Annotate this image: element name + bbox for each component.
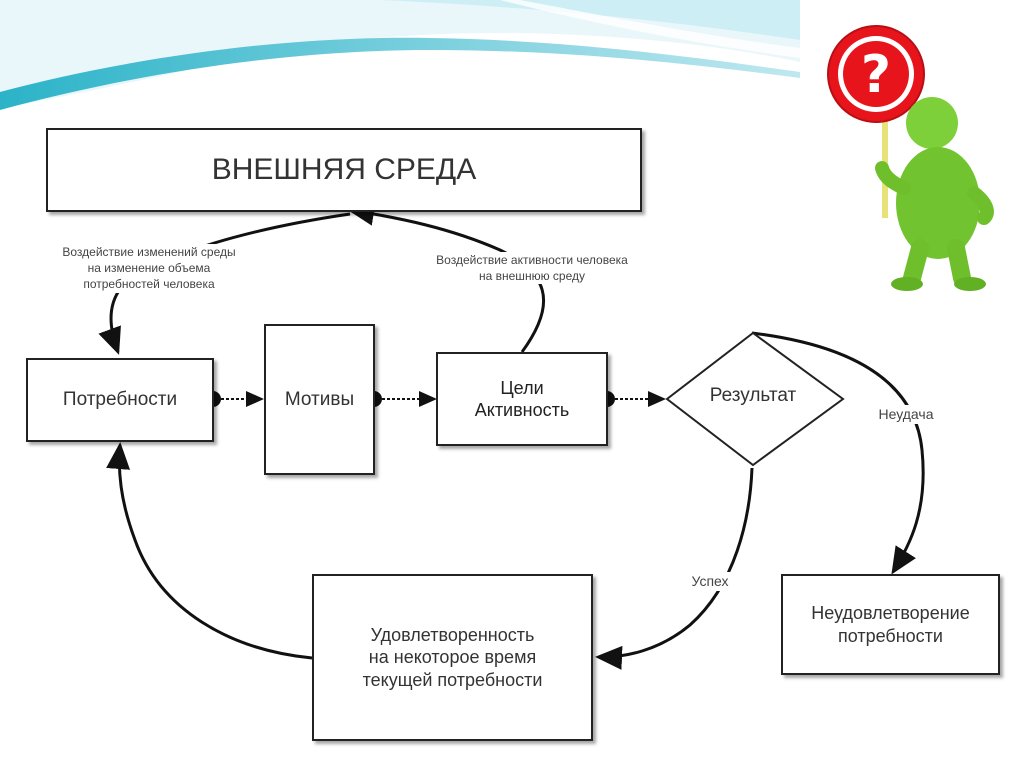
- sign-question-mark: ?: [861, 45, 891, 105]
- node-result-label-wrap: Результат: [690, 385, 816, 407]
- node-dissatisfaction: Неудовлетворение потребности: [781, 574, 1000, 675]
- node-result-label: Результат: [709, 385, 797, 406]
- result-diamond: [665, 331, 845, 467]
- node-goals-label: Цели Активность: [474, 377, 570, 421]
- node-satisfaction-label: Удовлетворенность на некоторое время тек…: [362, 624, 543, 690]
- question-person-icon: ?: [827, 25, 994, 291]
- node-motives-label: Мотивы: [284, 388, 355, 410]
- edge-result-failure: [751, 331, 925, 575]
- node-dissatisfaction-label: Неудовлетворение потребности: [811, 603, 970, 646]
- node-environment: ВНЕШНЯЯ СРЕДА: [46, 128, 642, 212]
- edge-label-activity-to-env: Воздействие активности человека на внешн…: [418, 252, 646, 285]
- node-needs: Потребности: [26, 358, 214, 442]
- edge-satisfaction-to-needs: [106, 442, 313, 660]
- edge-activity-to-env: [347, 201, 546, 353]
- node-goals: Цели Активность: [436, 352, 608, 446]
- edge-label-success: Успех: [684, 572, 736, 591]
- node-needs-label: Потребности: [62, 389, 178, 411]
- node-satisfaction: Удовлетворенность на некоторое время тек…: [312, 574, 593, 741]
- node-motives: Мотивы: [264, 324, 375, 475]
- edge-label-failure: Неудача: [868, 405, 944, 424]
- node-environment-label: ВНЕШНЯЯ СРЕДА: [211, 153, 477, 187]
- edge-label-env-to-needs: Воздействие изменений среды на изменение…: [44, 244, 254, 293]
- edge-result-success: [595, 467, 754, 670]
